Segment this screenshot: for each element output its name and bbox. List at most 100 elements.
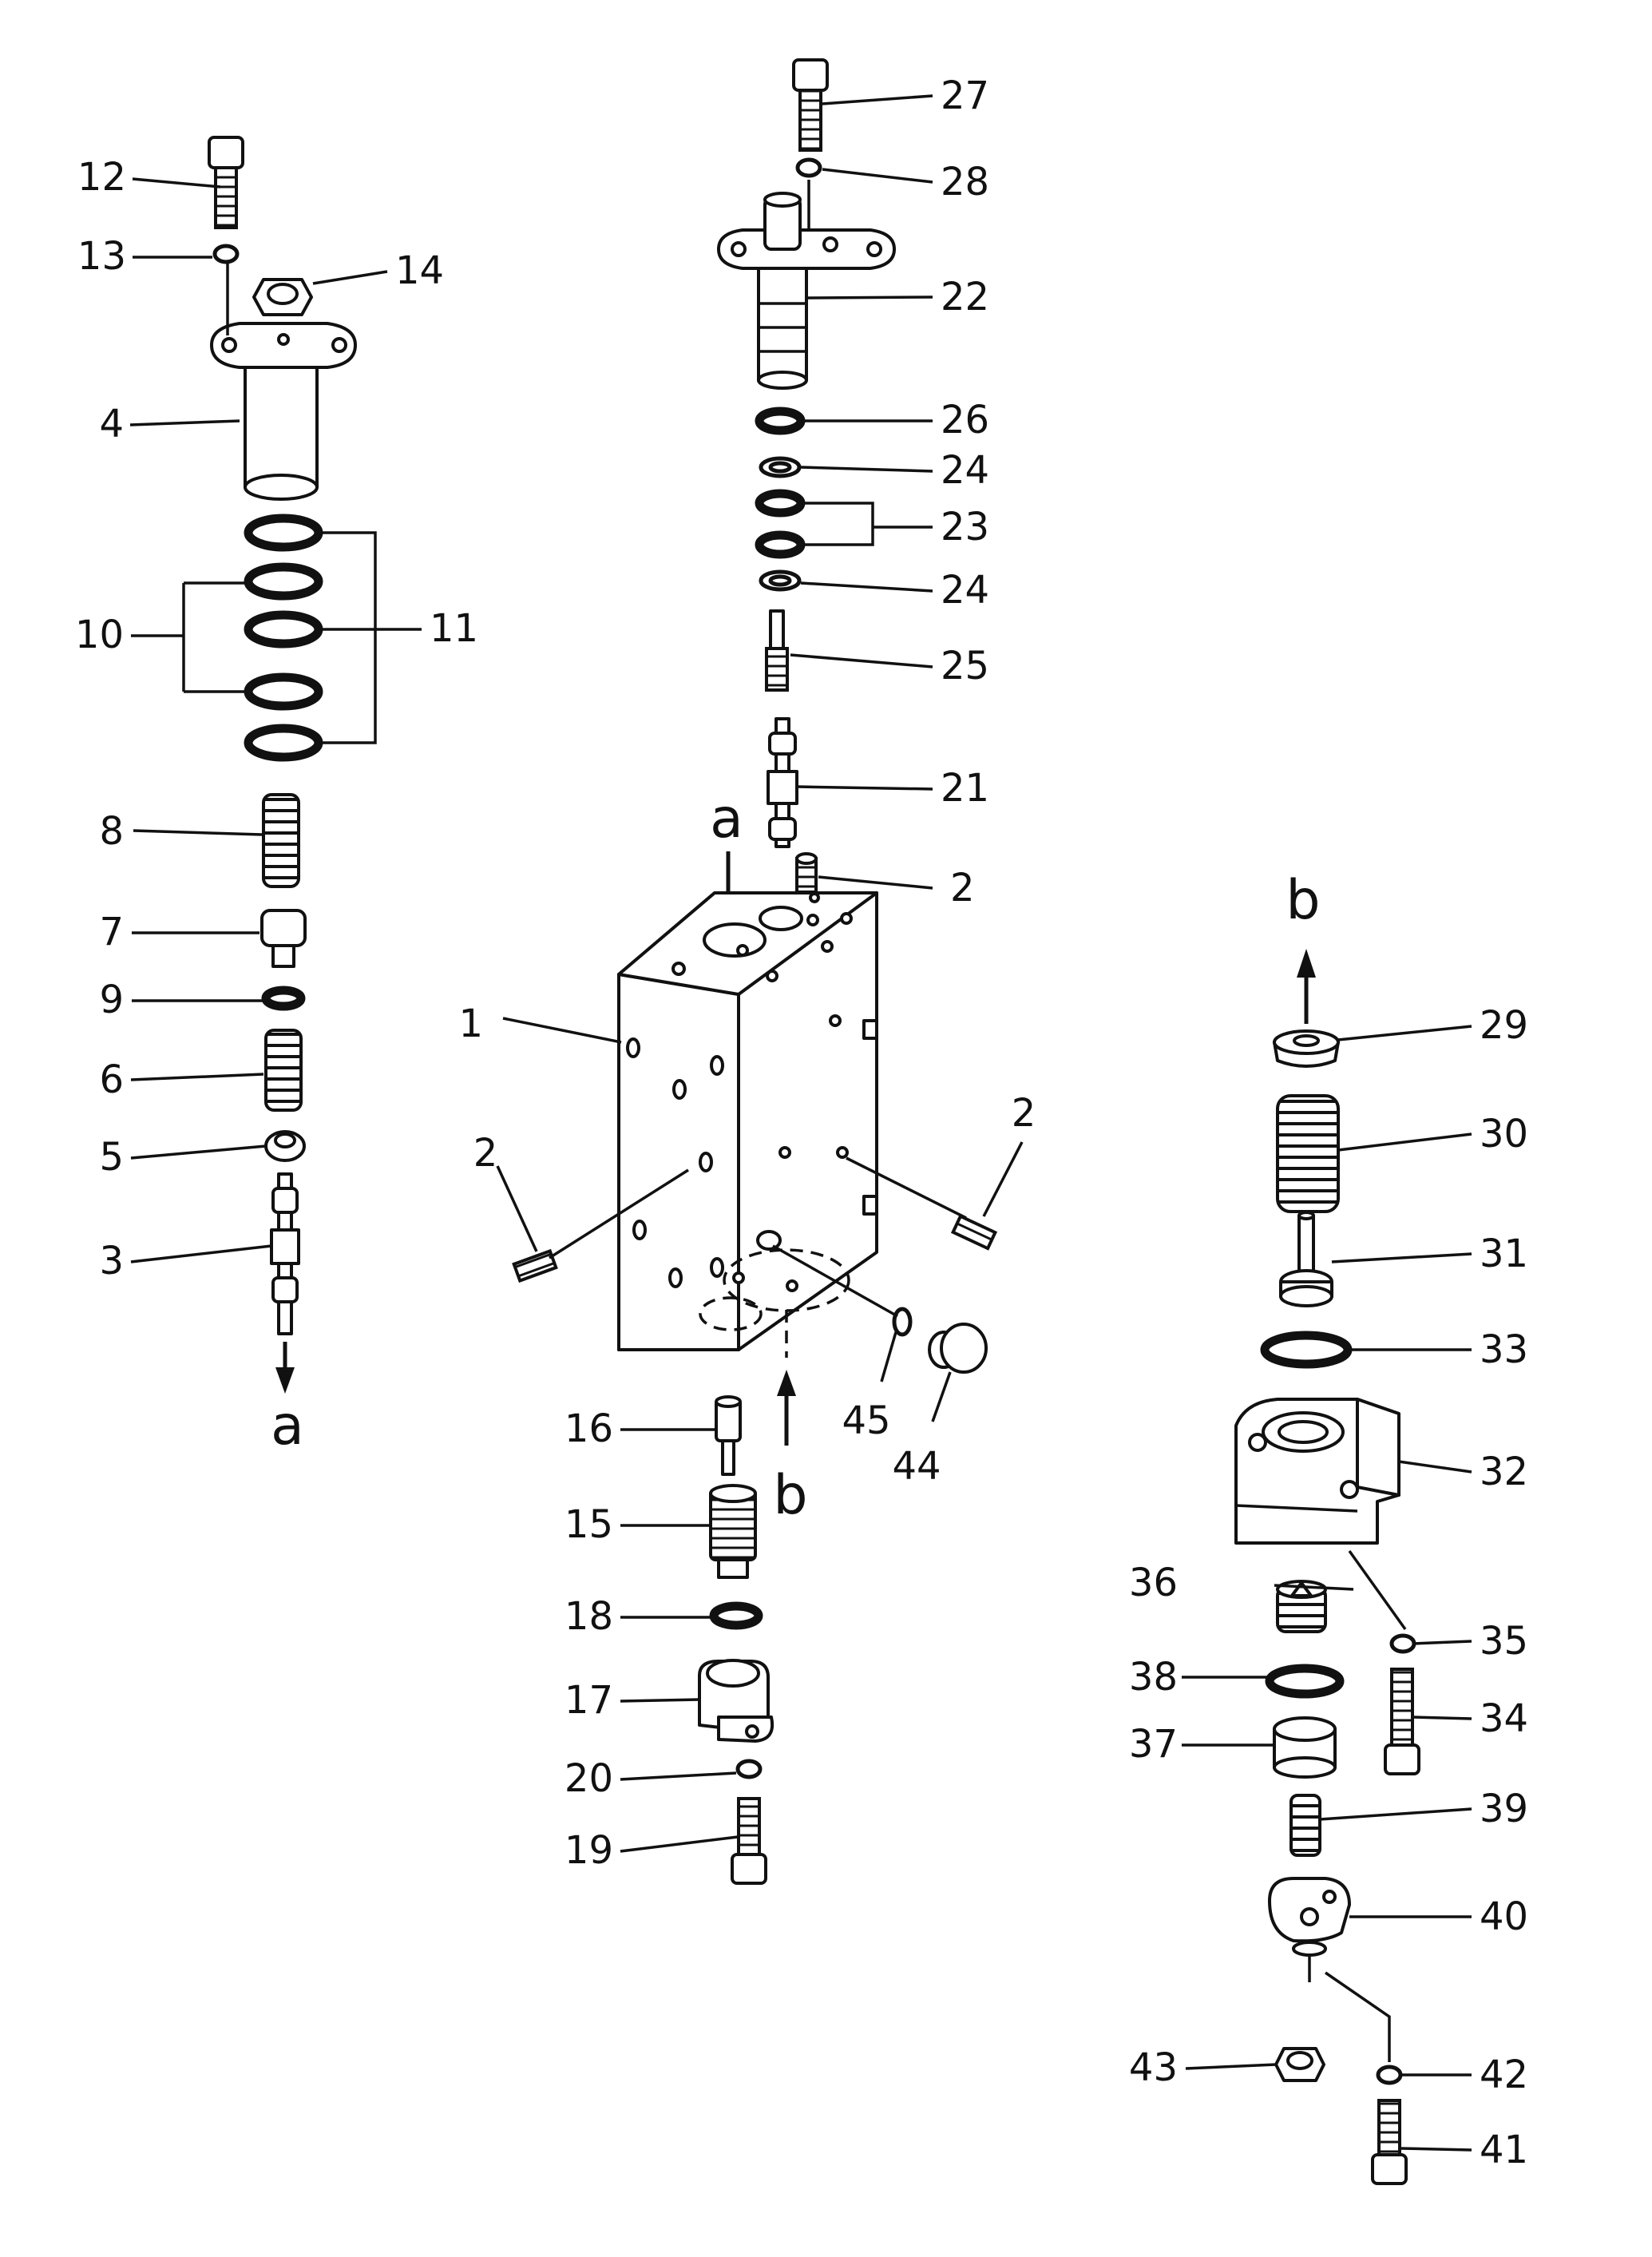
part-31-poppet [1279,1211,1333,1307]
part-23-o-rings [755,489,806,559]
part-42-washer [1376,2065,1403,2085]
callout-17: 17 [565,1678,613,1723]
part-10-o-rings [244,562,323,711]
flow-label-a-left: a [271,1394,304,1458]
callout-24-upper: 24 [941,448,989,493]
callout-42: 42 [1480,2053,1528,2097]
flow-arrow-a-left [275,1342,295,1394]
callout-5: 5 [99,1135,124,1180]
callout-13: 13 [77,234,126,279]
part-28-washer [795,157,822,178]
callout-2-top: 2 [950,866,975,910]
part-21-spool [767,717,798,848]
part-25-pin [765,609,789,692]
callout-19: 19 [565,1828,613,1873]
part-41-bolt [1371,2099,1408,2185]
part-1-valve-block [617,891,878,1358]
part-15-valve-body [709,1484,757,1579]
callout-2-right: 2 [1012,1091,1036,1136]
callout-30: 30 [1480,1112,1528,1156]
callout-40: 40 [1480,1894,1528,1939]
part-13-washer [212,244,240,264]
callout-33: 33 [1480,1327,1528,1372]
callout-24-lower: 24 [941,568,989,613]
part-8-spring [262,793,300,888]
callout-15: 15 [565,1502,613,1547]
callout-20: 20 [565,1756,613,1801]
callout-28: 28 [941,160,989,204]
part-3-spool [270,1172,300,1335]
part-40-flange [1268,1877,1351,1957]
callout-12: 12 [77,155,126,200]
part-6-spring [264,1029,303,1112]
callout-35: 35 [1480,1619,1528,1664]
callout-labels: 1 2 2 2 3 4 5 6 7 8 9 10 11 12 13 14 15 … [75,73,1528,2172]
callout-16: 16 [565,1406,613,1451]
part-29-spring-cap [1273,1029,1340,1068]
part-44-plug [928,1323,988,1374]
part-19-bolt [731,1797,767,1885]
callout-43: 43 [1129,2045,1178,2090]
callout-9: 9 [99,978,124,1022]
callout-41: 41 [1480,2128,1528,2172]
part-2-plug-top [795,852,818,894]
callout-2-left: 2 [473,1131,498,1176]
callout-25: 25 [941,644,989,688]
part-26-o-ring [755,407,806,435]
center-leader-lines [496,94,1024,1853]
callout-26: 26 [941,398,989,442]
callout-18: 18 [565,1594,613,1639]
part-2-plug-right [950,1214,998,1251]
part-7-seat [260,909,307,968]
callout-10: 10 [75,613,124,657]
callout-22: 22 [941,275,989,319]
part-38-o-ring [1265,1664,1345,1699]
callout-4: 4 [99,402,124,446]
part-17-cover [698,1659,774,1743]
part-33-o-ring [1260,1331,1353,1369]
part-39-spring [1290,1794,1321,1857]
left-leader-lines [129,177,422,1263]
part-4-flanged-cap [210,322,357,501]
right-leader-lines [1182,1025,1472,2152]
callout-37: 37 [1129,1722,1178,1767]
part-20-washer [735,1759,763,1779]
flow-label-b-right: b [1286,869,1320,932]
part-12-bolt [208,136,244,229]
callout-23: 23 [941,505,989,549]
part-35-washer [1389,1633,1416,1654]
part-45-o-ring [892,1307,913,1337]
flow-label-a-center: a [710,787,743,851]
part-18-o-ring [709,1601,763,1630]
callout-8: 8 [99,809,124,854]
flow-arrow-b-center [777,1370,796,1446]
callout-27: 27 [941,73,989,118]
callout-45: 45 [842,1398,890,1443]
callout-32: 32 [1480,1450,1528,1494]
flow-labels: a a b b [271,787,1320,1527]
callout-21: 21 [941,766,989,811]
flow-arrow-b-right [1297,949,1316,1024]
part-22-flanged-plug [717,192,896,390]
part-9-o-ring [261,986,306,1011]
part-16-seat [715,1395,742,1476]
callout-31: 31 [1480,1232,1528,1276]
callout-34: 34 [1480,1696,1528,1741]
callout-11: 11 [430,606,478,651]
part-11-backup-rings [244,514,323,762]
callout-14: 14 [395,248,444,293]
callout-7: 7 [99,910,124,954]
part-43-nut [1274,2047,1325,2082]
callout-38: 38 [1129,1655,1178,1700]
part-34-bolt [1384,1668,1420,1775]
part-30-spring [1276,1094,1340,1213]
callout-3: 3 [99,1239,124,1283]
callout-44: 44 [892,1444,941,1489]
callout-36: 36 [1129,1561,1178,1605]
part-27-bolt [792,58,829,152]
part-24-backup-ring-lower [759,569,802,592]
part-24-backup-ring-upper [759,456,802,478]
part-2-plug-left [512,1248,558,1283]
callout-1: 1 [458,1002,483,1046]
